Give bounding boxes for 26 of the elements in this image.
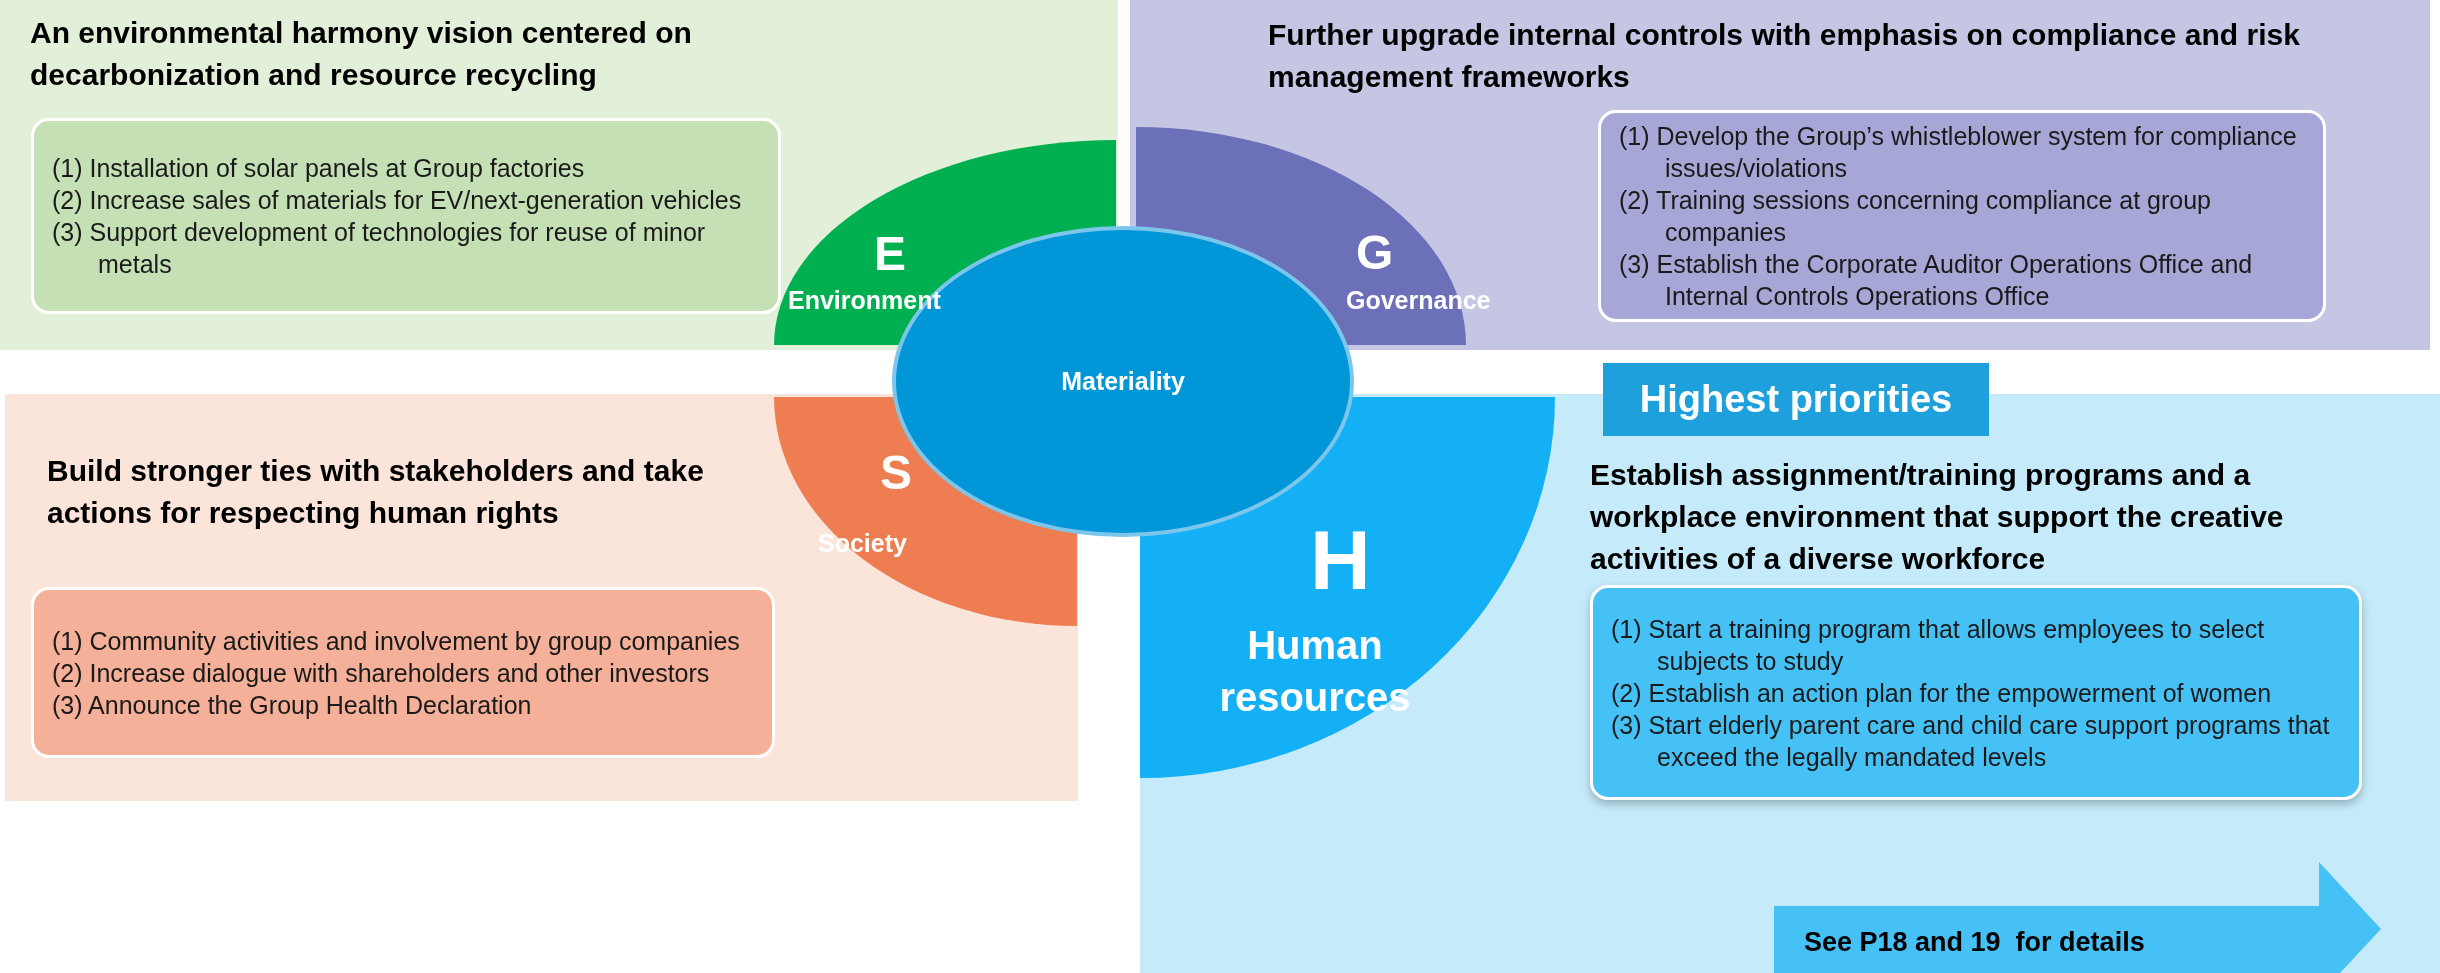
list-item: (1) Installation of solar panels at Group factories — [52, 153, 586, 184]
list-box — [31, 118, 781, 314]
list-item: (1) Community activities and involvement by group companies — [52, 625, 741, 657]
list-item: (1) Start a training program that allows employees to select subjects to study — [1611, 613, 2266, 677]
list-item: (3) Support development of technologies for reuse of minor metals — [52, 217, 707, 280]
section-heading: Further upgrade internal controls with emphasis on compliance and risk management frameworks — [1268, 17, 2301, 95]
list-box — [31, 587, 775, 758]
quadrant-letter: G — [1356, 225, 1394, 281]
section-heading: Build stronger ties with stakeholders and take actions for respecting human rights — [47, 453, 705, 531]
section-panel — [5, 394, 1078, 801]
list-item: (2) Increase sales of materials for EV/next-generation vehicles — [52, 185, 743, 216]
section-panel — [0, 0, 1118, 350]
list-box — [1590, 585, 2362, 800]
section-heading: Establish assignment/training programs and a workplace environment that support the creative activities of a diverse workforce — [1590, 457, 2285, 577]
list-item: (1) Develop the Group’s whistleblower system for compliance issues/violations — [1619, 121, 2298, 184]
list-box — [1598, 110, 2326, 322]
list-item: (3) Start elderly parent care and child care support programs that exceed the legally mandated levels — [1611, 709, 2331, 773]
list-item: (2) Establish an action plan for the empowerment of women — [1611, 677, 2273, 709]
priority-badge: Highest priorities — [1603, 363, 1989, 436]
list-item: (3) Establish the Corporate Auditor Operations Office and Internal Controls Operations Office — [1619, 249, 2254, 312]
section-heading: An environmental harmony vision centered on decarbonization and resource recycling — [30, 15, 693, 93]
arrow-label: See P18 and 19 for details — [1804, 926, 2145, 959]
section-panel — [1130, 0, 2430, 350]
list-item: (2) Training sessions concerning compliance at group companies — [1619, 185, 2212, 248]
list-item: (3) Announce the Group Health Declaration — [52, 689, 533, 721]
list-item: (2) Increase dialogue with shareholders and other investors — [52, 657, 711, 689]
